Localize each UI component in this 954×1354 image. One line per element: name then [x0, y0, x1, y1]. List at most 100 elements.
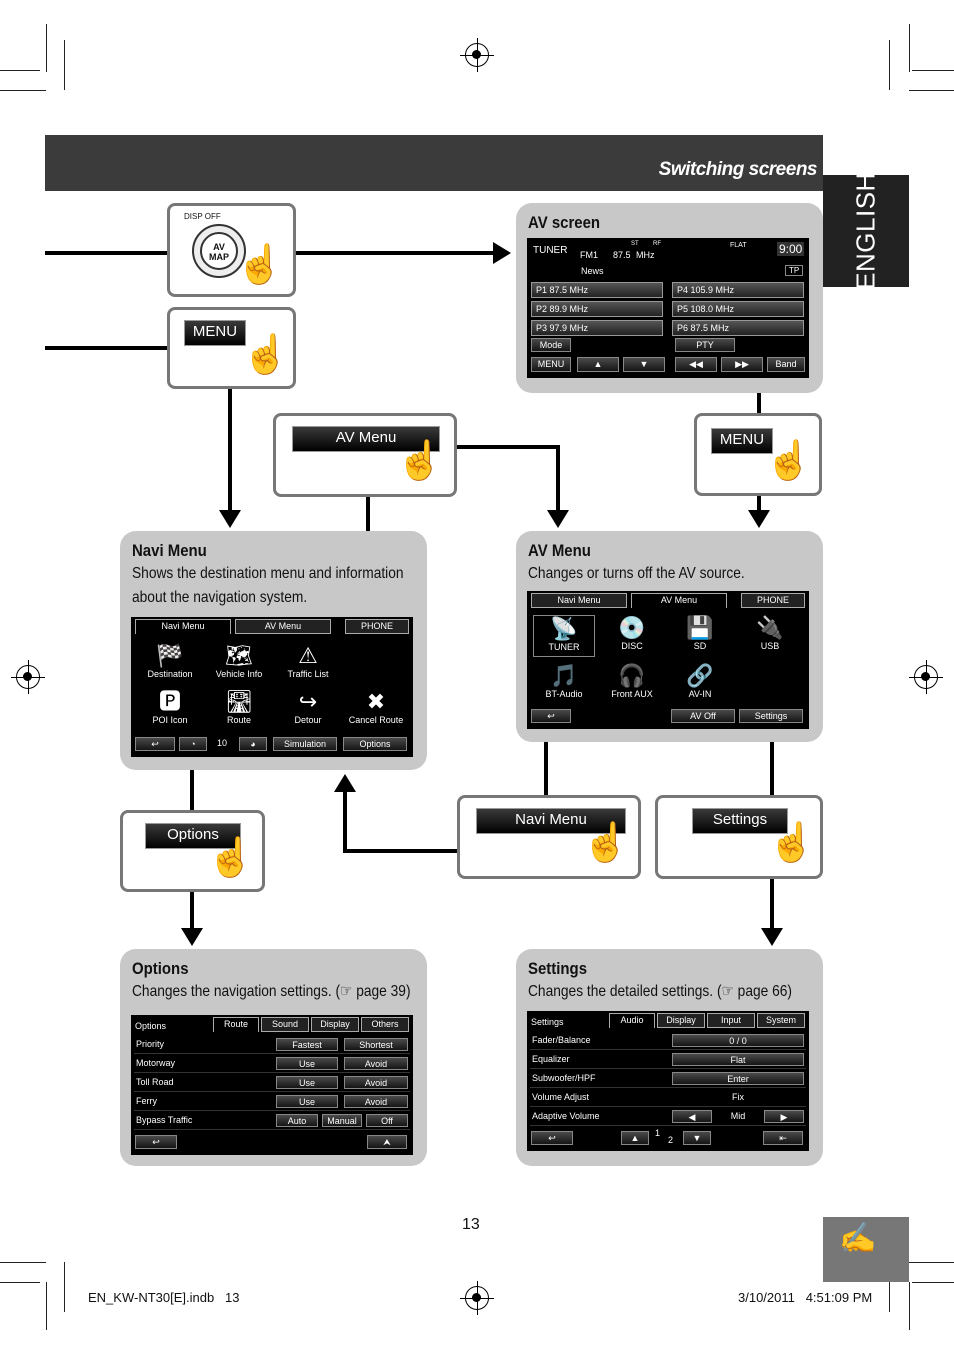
volume-down-icon[interactable]: ◔ [179, 737, 207, 751]
fastest-button[interactable]: Fastest [276, 1038, 338, 1051]
route-icon[interactable]: 🛣Route [225, 689, 253, 725]
avoid-button[interactable]: Avoid [344, 1095, 408, 1108]
tab-navi-menu[interactable]: Navi Menu [135, 619, 231, 634]
use-button[interactable]: Use [276, 1095, 338, 1108]
panel-description: Changes the navigation settings. (☞ page… [132, 983, 411, 1000]
page-down-icon[interactable]: ▼ [683, 1131, 711, 1145]
bt-audio-icon[interactable]: 🎵BT-Audio [545, 663, 583, 699]
back-icon[interactable]: ↩ [135, 1135, 177, 1149]
preset-button[interactable]: P5 108.0 MHz [672, 301, 804, 317]
preset-button[interactable]: P3 97.9 MHz [531, 320, 663, 336]
fader-balance-button[interactable]: 0 / 0 [672, 1034, 804, 1047]
options-button[interactable]: Options [145, 823, 241, 849]
manual-button[interactable]: Manual [322, 1114, 362, 1127]
traffic-list-icon[interactable]: ⚠Traffic List [287, 643, 329, 679]
band-button[interactable]: Band [767, 357, 805, 372]
tab-route[interactable]: Route [213, 1017, 259, 1032]
connector-line [455, 445, 560, 449]
right-arrow-icon[interactable]: ▶ [764, 1110, 804, 1123]
menu-button[interactable]: MENU [184, 320, 246, 346]
mode-button[interactable]: Mode [531, 338, 571, 352]
av-map-button[interactable]: AV MAP [192, 224, 246, 278]
screen-title: Options [135, 1021, 167, 1031]
preset-button[interactable]: P4 105.9 MHz [672, 282, 804, 298]
up-arrow-icon[interactable]: ▲ [577, 357, 619, 372]
preset-button[interactable]: P6 87.5 MHz [672, 320, 804, 336]
registration-mark [11, 660, 45, 694]
left-arrow-icon[interactable]: ◀ [672, 1110, 712, 1123]
sd-icon[interactable]: 💾SD [686, 615, 714, 651]
front-aux-icon[interactable]: 🎧Front AUX [611, 663, 653, 699]
arrow-down [547, 510, 569, 528]
tab-others[interactable]: Others [361, 1017, 409, 1032]
tab-audio[interactable]: Audio [609, 1013, 655, 1028]
down-arrow-icon[interactable]: ▼ [623, 357, 665, 372]
pty-search-button[interactable]: PTY [675, 338, 735, 352]
back-icon[interactable]: ↩ [135, 737, 175, 751]
menu-button[interactable]: MENU [711, 428, 773, 454]
menu-callout-right: MENU ☝ [694, 413, 822, 496]
connector-line [294, 251, 494, 255]
vehicle-info-icon[interactable]: 🗺Vehicle Info [215, 643, 263, 679]
tab-navi-menu[interactable]: Navi Menu [531, 593, 627, 608]
previous-track-icon[interactable]: ◀◀ [675, 357, 717, 372]
tab-input[interactable]: Input [707, 1013, 755, 1028]
tab-av-menu[interactable]: AV Menu [631, 593, 727, 608]
preset-button[interactable]: P1 87.5 MHz [531, 282, 663, 298]
detour-icon[interactable]: ↪Detour [294, 689, 322, 725]
arrow-down [761, 928, 783, 946]
setting-row: Ferry Use Avoid [134, 1094, 410, 1111]
tab-display[interactable]: Display [311, 1017, 359, 1032]
tab-phone[interactable]: PHONE [345, 619, 409, 634]
settings-button[interactable]: Settings [692, 808, 788, 834]
simulation-button[interactable]: Simulation [273, 737, 337, 751]
avoid-button[interactable]: Avoid [344, 1057, 408, 1070]
menu-button[interactable]: MENU [531, 357, 571, 372]
clock: 9:00 [777, 242, 805, 256]
equalizer-button[interactable]: Flat [672, 1053, 804, 1066]
page-up-icon[interactable]: ▲ [621, 1131, 649, 1145]
navigation-arrow-icon[interactable]: ⮝ [367, 1135, 407, 1149]
settings-display: Settings Audio Display Input System Fade… [527, 1011, 809, 1151]
page-total: 2 [668, 1135, 674, 1145]
subwoofer-hpf-button[interactable]: Enter [672, 1072, 804, 1085]
next-track-icon[interactable]: ▶▶ [721, 357, 763, 372]
shortest-button[interactable]: Shortest [344, 1038, 408, 1051]
note-tab: ✍ [823, 1217, 909, 1282]
stereo-indicator: ST [631, 241, 639, 247]
volume-up-icon[interactable]: ◕ [239, 737, 267, 751]
options-button[interactable]: Options [343, 737, 407, 751]
panel-title: Navi Menu [132, 541, 207, 560]
exit-icon[interactable]: ⇤ [763, 1131, 803, 1145]
off-button[interactable]: Off [366, 1114, 408, 1127]
cancel-route-icon[interactable]: ✖Cancel Route [348, 689, 404, 725]
av-off-button[interactable]: AV Off [671, 709, 735, 723]
use-button[interactable]: Use [276, 1057, 338, 1070]
tab-av-menu[interactable]: AV Menu [235, 619, 331, 634]
setting-row: Equalizer Flat [530, 1052, 806, 1069]
av-in-icon[interactable]: 🔗AV-IN [686, 663, 714, 699]
tuner-icon[interactable]: 📡TUNER [533, 615, 595, 657]
tab-display[interactable]: Display [657, 1013, 705, 1028]
disc-icon[interactable]: 💿DISC [618, 615, 646, 651]
tab-system[interactable]: System [757, 1013, 805, 1028]
auto-button[interactable]: Auto [276, 1114, 318, 1127]
pty-news: News [581, 266, 604, 276]
connector-line [228, 388, 232, 512]
tab-phone[interactable]: PHONE [741, 593, 805, 608]
connector-line [757, 494, 761, 512]
preset-button[interactable]: P2 89.9 MHz [531, 301, 663, 317]
usb-icon[interactable]: 🔌USB [756, 615, 784, 651]
hand-pointer-icon: ☝ [582, 822, 630, 864]
use-button[interactable]: Use [276, 1076, 338, 1089]
adaptive-volume-value: Mid [730, 1111, 746, 1121]
destination-icon[interactable]: 🏁Destination [147, 643, 193, 679]
back-icon[interactable]: ↩ [531, 709, 571, 723]
avoid-button[interactable]: Avoid [344, 1076, 408, 1089]
navi-menu-button[interactable]: Navi Menu [476, 808, 626, 834]
av-menu-button[interactable]: AV Menu [292, 426, 440, 452]
tab-sound[interactable]: Sound [261, 1017, 309, 1032]
settings-button[interactable]: Settings [739, 709, 803, 723]
poi-icon[interactable]: 🅿POI Icon [152, 689, 188, 725]
back-icon[interactable]: ↩ [531, 1131, 573, 1145]
